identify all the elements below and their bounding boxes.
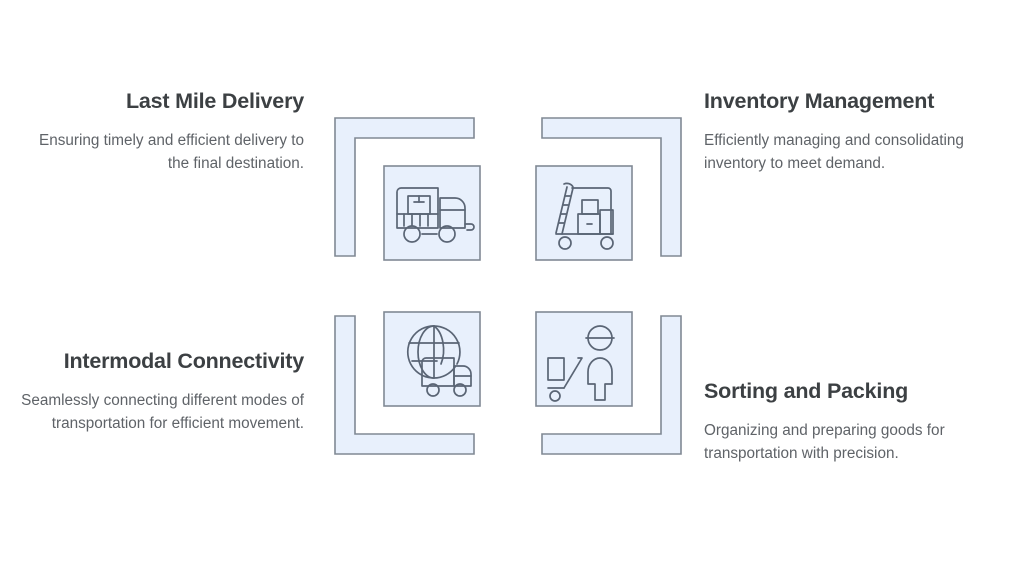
text-block-intermodal-connectivity: Intermodal Connectivity Seamlessly conne… bbox=[18, 348, 304, 435]
text-block-sorting-and-packing: Sorting and Packing Organizing and prepa… bbox=[704, 378, 994, 465]
worker-cart-icon bbox=[547, 325, 615, 402]
heading-sorting-and-packing: Sorting and Packing bbox=[704, 379, 909, 403]
heading-last-mile-delivery: Last Mile Delivery bbox=[125, 89, 304, 113]
bracket-bottom-right bbox=[541, 315, 682, 455]
icon-unit-inventory-management bbox=[534, 112, 682, 262]
description-sorting-and-packing: Organizing and preparing goods for trans… bbox=[704, 421, 945, 462]
icon-tile-last-mile-delivery bbox=[383, 165, 481, 261]
bracket-top-left bbox=[334, 117, 475, 257]
description-inventory-management: Efficiently managing and consolidating i… bbox=[704, 131, 964, 172]
heading-intermodal-connectivity: Intermodal Connectivity bbox=[63, 349, 305, 373]
globe-truck-icon bbox=[406, 325, 472, 397]
icon-unit-last-mile-delivery bbox=[334, 112, 482, 262]
text-block-last-mile-delivery: Last Mile Delivery Ensuring timely and e… bbox=[18, 88, 304, 175]
icon-tile-sorting-and-packing bbox=[535, 311, 633, 407]
icon-tile-inventory-management bbox=[535, 165, 633, 261]
icon-unit-intermodal-connectivity bbox=[334, 310, 482, 460]
delivery-truck-icon bbox=[396, 187, 475, 243]
icon-tile-intermodal-connectivity bbox=[383, 311, 481, 407]
bracket-top-right bbox=[541, 117, 682, 257]
description-last-mile-delivery: Ensuring timely and efficient delivery t… bbox=[39, 131, 304, 172]
hand-truck-boxes-icon bbox=[555, 182, 614, 250]
bracket-bottom-left bbox=[334, 315, 475, 455]
icon-unit-sorting-and-packing bbox=[534, 310, 682, 460]
text-block-inventory-management: Inventory Management Efficiently managin… bbox=[704, 88, 994, 175]
description-intermodal-connectivity: Seamlessly connecting different modes of… bbox=[21, 391, 304, 432]
heading-inventory-management: Inventory Management bbox=[704, 89, 935, 113]
